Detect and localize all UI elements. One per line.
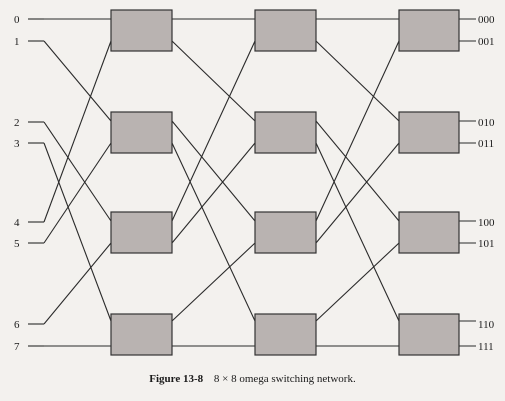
output-label-101: 101 <box>478 238 495 250</box>
switch-s3-3 <box>398 313 460 356</box>
output-label-111: 111 <box>478 341 494 353</box>
switch-s1-2 <box>110 211 173 254</box>
switch-s1-3 <box>110 313 173 356</box>
output-label-001: 001 <box>478 36 495 48</box>
wires <box>28 18 476 347</box>
output-label-100: 100 <box>478 217 495 229</box>
switch-s3-2 <box>398 211 460 254</box>
input-label-5: 5 <box>14 238 20 250</box>
input-label-4: 4 <box>14 217 20 229</box>
output-label-000: 000 <box>478 14 495 26</box>
switch-s1-1 <box>110 111 173 154</box>
switch-s1-0 <box>110 9 173 52</box>
output-label-010: 010 <box>478 117 495 129</box>
input-label-7: 7 <box>14 341 20 353</box>
input-label-6: 6 <box>14 319 20 331</box>
switch-s2-2 <box>254 211 317 254</box>
switch-s3-1 <box>398 111 460 154</box>
input-label-1: 1 <box>14 36 20 48</box>
input-label-3: 3 <box>14 138 20 150</box>
output-label-011: 011 <box>478 138 494 150</box>
figure-caption-text: 8 × 8 omega switching network. <box>213 373 356 385</box>
switch-s3-0 <box>398 9 460 52</box>
figure-number: Figure 13-8 <box>149 373 204 385</box>
input-label-0: 0 <box>14 14 20 26</box>
switch-s2-3 <box>254 313 317 356</box>
switch-s2-1 <box>254 111 317 154</box>
output-label-110: 110 <box>478 319 495 331</box>
input-label-2: 2 <box>14 117 20 129</box>
switch-s2-0 <box>254 9 317 52</box>
figure-caption: Figure 13-8 8 × 8 omega switching networ… <box>0 373 505 385</box>
